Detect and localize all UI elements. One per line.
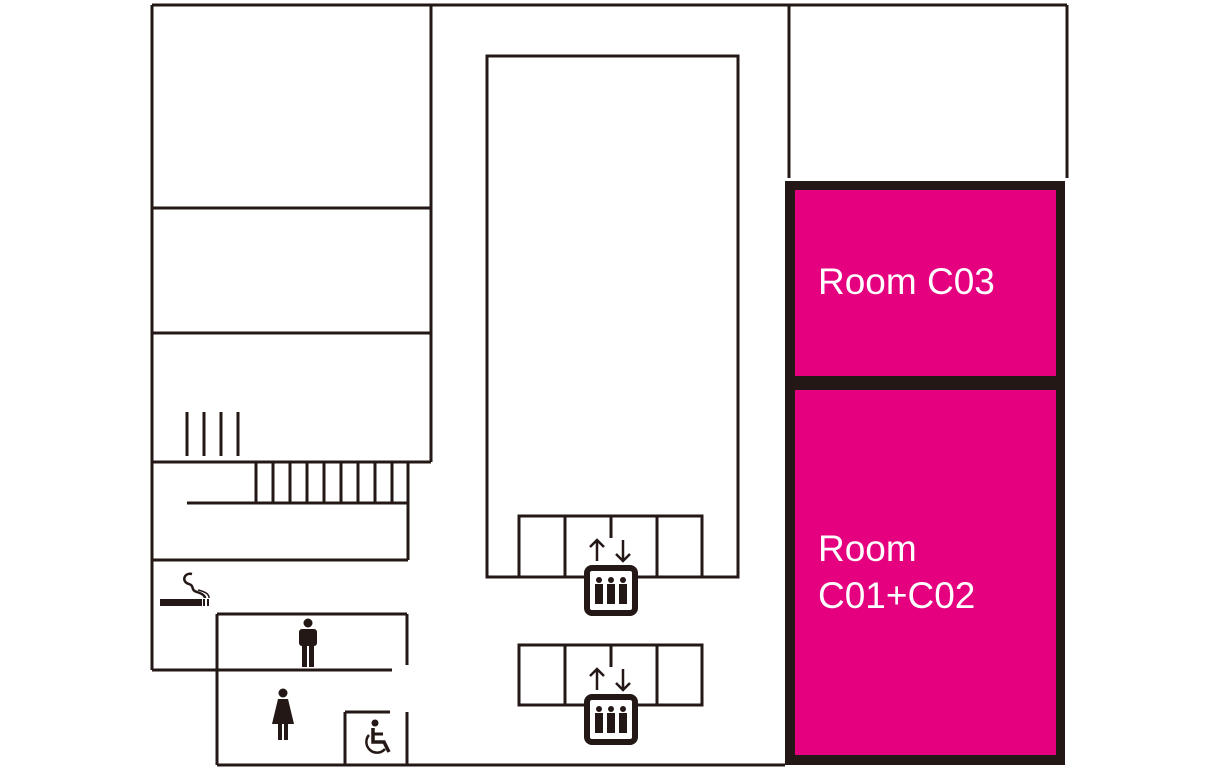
room-c01-c02-label-line2: C01+C02	[818, 575, 975, 616]
elevator-icon	[584, 694, 638, 745]
mens-restroom-icon	[299, 618, 317, 667]
stairs	[152, 412, 410, 562]
womens-restroom-icon	[272, 688, 294, 740]
elevator-icon	[584, 565, 638, 616]
restroom-walls	[152, 612, 785, 767]
room-c03-label: Room C03	[818, 261, 995, 302]
room-c01-c02[interactable]	[795, 390, 1056, 755]
elevator-arrows-icon	[589, 538, 631, 692]
room-c01-c02-label-line1: Room	[818, 528, 917, 569]
central-core	[485, 54, 740, 579]
smoking-area-icon	[160, 572, 210, 606]
room-c03[interactable]	[795, 190, 1056, 376]
accessible-restroom-icon	[365, 719, 391, 754]
